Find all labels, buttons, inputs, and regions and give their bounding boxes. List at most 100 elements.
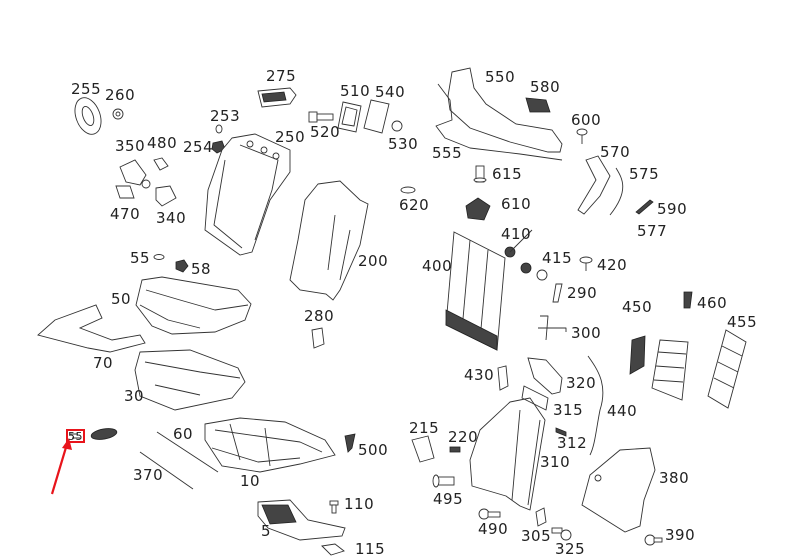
label-60[interactable]: 60 (173, 425, 194, 443)
label-450[interactable]: 450 (622, 298, 653, 316)
label-50[interactable]: 50 (111, 290, 132, 308)
label-55-highlighted[interactable]: 55 (68, 430, 83, 443)
part-320-shape[interactable] (527, 357, 563, 395)
part-58-shape[interactable] (175, 259, 189, 273)
part-400-shape[interactable] (445, 231, 506, 351)
part-290-shape[interactable] (552, 283, 563, 303)
part-495-shape[interactable] (432, 474, 455, 488)
part-380-shape[interactable] (581, 447, 656, 533)
part-410-shape[interactable] (504, 229, 533, 274)
part-430-shape[interactable] (497, 365, 509, 391)
label-470[interactable]: 470 (110, 205, 141, 223)
part-530-shape[interactable] (391, 120, 403, 132)
label-495[interactable]: 495 (433, 490, 464, 508)
part-555-shape[interactable] (435, 83, 563, 161)
label-620[interactable]: 620 (399, 196, 430, 214)
label-400[interactable]: 400 (422, 257, 453, 275)
label-550[interactable]: 550 (485, 68, 516, 86)
label-300[interactable]: 300 (571, 324, 602, 342)
part-580-shape[interactable] (525, 97, 551, 113)
label-254[interactable]: 254 (183, 138, 214, 156)
part-110-shape[interactable] (329, 500, 339, 514)
part-415-shape[interactable] (536, 269, 548, 281)
part-500-shape[interactable] (344, 433, 356, 453)
part-540-shape[interactable] (363, 99, 390, 134)
part-10-shape[interactable] (204, 417, 336, 473)
part-30-shape[interactable] (134, 349, 246, 411)
part-305-shape[interactable] (535, 507, 547, 527)
label-200[interactable]: 200 (358, 252, 389, 270)
label-590[interactable]: 590 (657, 200, 688, 218)
part-315-shape[interactable] (521, 385, 549, 411)
label-115[interactable]: 115 (355, 540, 386, 558)
part-70-shape[interactable] (37, 304, 146, 353)
part-215-shape[interactable] (411, 435, 435, 463)
label-320[interactable]: 320 (566, 374, 597, 392)
part-550-shape[interactable] (447, 67, 563, 153)
label-440[interactable]: 440 (607, 402, 638, 420)
label-275[interactable]: 275 (266, 67, 297, 85)
label-10[interactable]: 10 (240, 472, 261, 490)
label-555[interactable]: 555 (432, 144, 463, 162)
label-575[interactable]: 575 (629, 165, 660, 183)
label-310[interactable]: 310 (540, 453, 571, 471)
label-480[interactable]: 480 (147, 134, 178, 152)
label-250[interactable]: 250 (275, 128, 306, 146)
label-220[interactable]: 220 (448, 428, 479, 446)
label-370[interactable]: 370 (133, 466, 164, 484)
label-70[interactable]: 70 (93, 354, 114, 372)
label-455[interactable]: 455 (727, 313, 758, 331)
part-570-shape[interactable] (577, 155, 611, 215)
part-255-shape[interactable] (70, 94, 106, 138)
part-520-shape[interactable] (308, 111, 334, 123)
part-510-shape[interactable] (337, 101, 362, 133)
label-325[interactable]: 325 (555, 540, 586, 558)
label-410[interactable]: 410 (501, 225, 532, 243)
part-300-shape[interactable] (538, 315, 567, 341)
part-615-shape[interactable] (473, 165, 487, 183)
part-60-shape[interactable] (156, 431, 219, 473)
part-490-shape[interactable] (478, 508, 501, 520)
label-580[interactable]: 580 (530, 78, 561, 96)
label-530[interactable]: 530 (388, 135, 419, 153)
label-5[interactable]: 5 (261, 522, 272, 540)
label-420[interactable]: 420 (597, 256, 628, 274)
part-260-shape[interactable] (112, 108, 124, 120)
label-415[interactable]: 415 (542, 249, 573, 267)
part-200-shape[interactable] (289, 180, 369, 301)
label-570[interactable]: 570 (600, 143, 631, 161)
part-340-shape[interactable] (155, 185, 177, 207)
label-253[interactable]: 253 (210, 107, 241, 125)
part-450-shape[interactable] (629, 335, 646, 375)
label-260[interactable]: 260 (105, 86, 136, 104)
label-305[interactable]: 305 (521, 527, 552, 545)
part-460-shape[interactable] (683, 291, 693, 309)
label-340[interactable]: 340 (156, 209, 187, 227)
label-577[interactable]: 577 (637, 222, 668, 240)
label-390[interactable]: 390 (665, 526, 696, 544)
label-312[interactable]: 312 (557, 434, 588, 452)
part-620-shape[interactable] (400, 186, 416, 194)
label-215[interactable]: 215 (409, 419, 440, 437)
label-490[interactable]: 490 (478, 520, 509, 538)
part-325-shape[interactable] (551, 527, 572, 541)
part-480-shape[interactable] (153, 157, 169, 171)
part-600-shape[interactable] (576, 128, 588, 144)
label-510[interactable]: 510 (340, 82, 371, 100)
part-590-shape[interactable] (635, 199, 654, 215)
part-280-shape[interactable] (311, 327, 325, 349)
part-470-shape[interactable] (115, 185, 135, 199)
label-58[interactable]: 58 (191, 260, 212, 278)
label-430[interactable]: 430 (464, 366, 495, 384)
label-610[interactable]: 610 (501, 195, 532, 213)
part-50-shape[interactable] (135, 276, 252, 335)
label-380[interactable]: 380 (659, 469, 690, 487)
label-520[interactable]: 520 (310, 123, 341, 141)
label-55[interactable]: 55 (130, 249, 151, 267)
part-55-highlighted-shape[interactable] (70, 433, 80, 439)
label-280[interactable]: 280 (304, 307, 335, 325)
part-455-shape[interactable] (707, 329, 747, 409)
label-315[interactable]: 315 (553, 401, 584, 419)
part-115-shape[interactable] (321, 543, 345, 556)
part-350-shape[interactable] (119, 159, 151, 189)
